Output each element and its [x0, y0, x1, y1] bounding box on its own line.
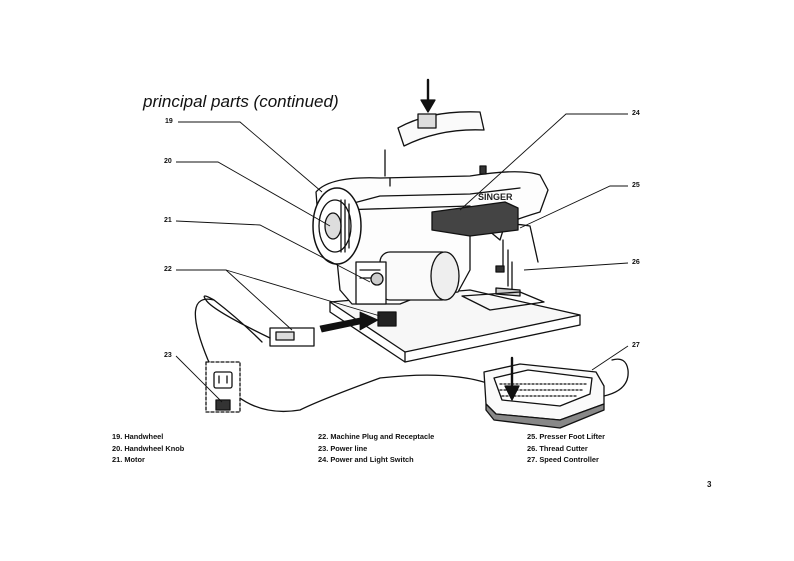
page-title: principal parts (continued) — [143, 92, 339, 111]
legend-column-3: 25. Presser Foot Lifter 26. Thread Cutte… — [527, 431, 605, 466]
legend-item: 19. Handwheel — [112, 432, 164, 441]
legend-item: 23. Power line — [318, 443, 368, 453]
legend-item: 20. Handwheel Knob — [112, 443, 185, 453]
callout-26: 26 — [632, 259, 640, 266]
machine-brand-label: SINGER — [478, 192, 513, 202]
legend-item: 24. Power and Light Switch — [318, 455, 414, 464]
legend-item: 21. Motor — [112, 455, 145, 464]
callout-24: 24 — [632, 110, 640, 117]
callout-25: 25 — [632, 182, 640, 189]
callout-22: 22 — [164, 266, 172, 273]
legend-item: 25. Presser Foot Lifter — [527, 432, 606, 441]
legend-item: 26. Thread Cutter — [527, 443, 588, 453]
callout-20: 20 — [164, 158, 172, 165]
callout-27: 27 — [632, 342, 640, 349]
callout-19: 19 — [165, 118, 173, 125]
legend-item: 22. Machine Plug and Receptacle — [318, 432, 435, 441]
legend-item: 27. Speed Controller — [527, 455, 599, 464]
legend-column-2: 22. Machine Plug and Receptacle 23. Powe… — [318, 431, 434, 466]
legend-column-1: 19. Handwheel 20. Handwheel Knob 21. Mot… — [112, 431, 184, 466]
callout-21: 21 — [164, 217, 172, 224]
page-number: 3 — [707, 480, 712, 489]
callout-23: 23 — [164, 352, 172, 359]
